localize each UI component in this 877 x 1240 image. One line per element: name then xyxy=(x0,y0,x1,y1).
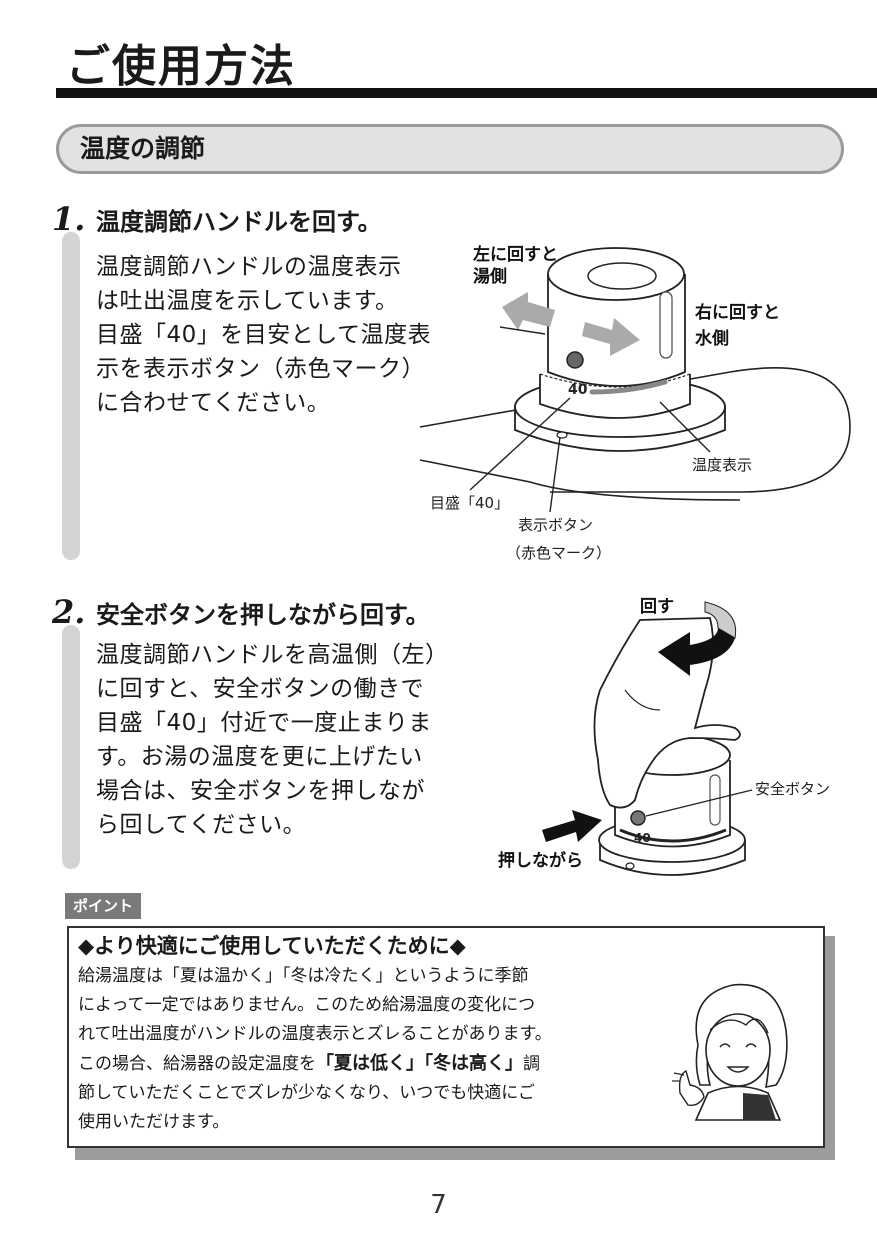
title-rule xyxy=(56,88,877,98)
section-title: 温度の調節 xyxy=(80,134,206,163)
tip-body: 給湯温度は「夏は温かく」「冬は冷たく」というように季節 によって一定ではありませ… xyxy=(78,962,552,1137)
turn-right-label: 水側 xyxy=(695,328,729,349)
tip-line: れて吐出温度がハンドルの温度表示とズレることがあります。 xyxy=(78,1024,552,1044)
step1-body-line: 温度調節ハンドルの温度表示 xyxy=(96,254,402,280)
safety-button-label: 安全ボタン xyxy=(755,780,830,798)
step1-title: 温度調節ハンドルを回す。 xyxy=(96,208,382,236)
tip-line: この場合、給湯器の設定温度を「夏は低く」「冬は高く」調 xyxy=(78,1053,540,1074)
temp-display-label: 温度表示 xyxy=(692,456,752,474)
step2-body-line: 目盛「40」付近で一度止まりま xyxy=(96,710,432,736)
page-title: ご使用方法 xyxy=(66,41,296,92)
step1-body-line: は吐出温度を示しています。 xyxy=(96,288,399,314)
indicator-button-label: 表示ボタン xyxy=(518,516,593,534)
tip-line: によって一定ではありません。このため給湯温度の変化につ xyxy=(78,995,536,1015)
mascot-illustration xyxy=(672,983,788,1121)
dial-number-label: 40 xyxy=(634,831,651,845)
safety-button-illustration: 40 回す 安全ボタン 押しながら xyxy=(498,597,830,876)
step2-body-line: す。お湯の温度を更に上げたい xyxy=(96,744,423,770)
turn-label: 回す xyxy=(640,597,674,617)
page-number: 7 xyxy=(430,1190,447,1220)
step2-body-line: ら回してください。 xyxy=(96,812,307,838)
step2-side-bar xyxy=(62,625,80,869)
tip-line: 給湯温度は「夏は温かく」「冬は冷たく」というように季節 xyxy=(78,966,529,986)
turn-right-label: 右に回すと xyxy=(695,302,780,323)
step2-body-line: 温度調節ハンドルを高温側（左） xyxy=(96,642,449,668)
step1-body-line: 目盛「40」を目安として温度表 xyxy=(96,322,432,348)
step2-body: 温度調節ハンドルを高温側（左） に回すと、安全ボタンの働きで 目盛「40」付近で… xyxy=(96,638,449,842)
step2-body-line: に回すと、安全ボタンの働きで xyxy=(96,676,425,702)
tip-heading: ◆より快適にご使用していただくために◆ xyxy=(78,934,466,958)
turn-left-label: 湯側 xyxy=(473,266,507,287)
point-tag: ポイント xyxy=(65,893,142,919)
step1-body: 温度調節ハンドルの温度表示 は吐出温度を示しています。 目盛「40」を目安として… xyxy=(96,250,431,420)
step1-body-line: に合わせてください。 xyxy=(96,390,331,416)
handle-illustration: 40 左に回すと 湯側 右に回すと 水側 温度表示 目盛「40」 表示ボタン （… xyxy=(419,244,851,562)
turn-left-label: 左に回すと xyxy=(473,244,558,265)
tip-line: 使用いただけます。 xyxy=(78,1112,230,1132)
scale-40-label: 目盛「40」 xyxy=(430,494,509,512)
tip-emphasis: 「夏は低く」「冬は高く」 xyxy=(316,1053,523,1074)
step2-title: 安全ボタンを押しながら回す。 xyxy=(96,601,430,629)
indicator-button-label: （赤色マーク） xyxy=(506,544,611,562)
dial-number-label: 40 xyxy=(568,382,588,398)
while-pressing-label: 押しながら xyxy=(498,850,583,871)
tip-line: 節していただくことでズレが少なくなり、いつでも快適にご xyxy=(78,1083,535,1103)
step1-side-bar xyxy=(62,232,80,560)
section-banner xyxy=(56,124,844,174)
step1-number: 1. xyxy=(52,200,86,238)
step1-body-line: 示を表示ボタン（赤色マーク） xyxy=(96,356,425,382)
step2-number: 2. xyxy=(52,593,86,631)
step2-body-line: 場合は、安全ボタンを押しなが xyxy=(96,778,425,804)
